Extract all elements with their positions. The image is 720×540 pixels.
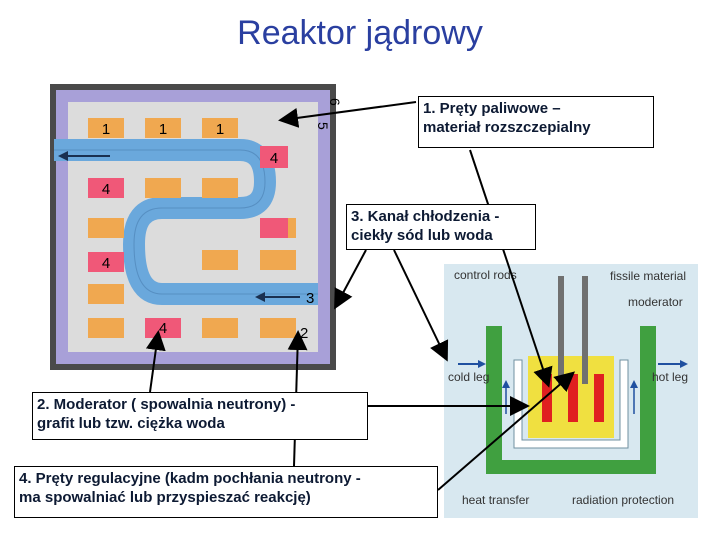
arrow-box2-to-grid	[145, 330, 166, 393]
arrow-box4-to-schematic	[437, 371, 576, 491]
control-rod-cell	[260, 146, 288, 168]
fissile-fuel-bar	[568, 374, 578, 422]
arrow-box3-to-grid	[334, 249, 367, 310]
cell-label: 4	[270, 150, 278, 167]
grid-label-five: 5	[315, 122, 331, 130]
cold-leg-label: cold leg	[448, 370, 489, 384]
cell-label: 1	[102, 121, 110, 138]
fuel-rod-cell	[202, 250, 238, 270]
fuel-rod-cell	[88, 118, 124, 138]
cell-label: 4	[159, 320, 167, 337]
control-rod-cell	[88, 252, 124, 272]
grid-label-six: 6	[327, 98, 340, 106]
annotation-fuel-rods: 1. Pręty paliwowe – materiał rozszczepia…	[418, 96, 654, 148]
fuel-rod-cell	[145, 118, 181, 138]
grid-label-three: 3	[306, 290, 314, 307]
reactor-grid-diagram: 1 1 1 4 4 4 4 6 5 3 2	[50, 84, 340, 370]
page-title: Reaktor jądrowy	[237, 14, 483, 52]
fuel-rod-cell	[88, 218, 124, 238]
arrow-box3-to-schematic	[393, 249, 449, 362]
fuel-rod-cell	[88, 318, 124, 338]
annotation-moderator: 2. Moderator ( spowalnia neutrony) - gra…	[32, 392, 368, 440]
control-rod-cell	[260, 218, 288, 238]
cell-label: 1	[216, 121, 224, 138]
fuel-rod-cell	[202, 118, 238, 138]
radiation-protection-label: radiation protection	[572, 493, 674, 507]
fuel-rod-cell	[260, 250, 296, 270]
arrow-box1-to-schematic	[469, 149, 553, 388]
fissile-fuel-bar	[542, 374, 552, 422]
cell-label: 4	[102, 255, 110, 272]
fuel-rod-cell	[202, 178, 238, 198]
fissile-material-label: fissile material	[610, 269, 686, 283]
control-rod-cell	[88, 178, 124, 198]
cell-label: 4	[102, 181, 110, 198]
annotation-control-rods: 4. Pręty regulacyjne (kadm pochłania neu…	[14, 466, 438, 518]
control-rod	[558, 276, 564, 384]
hot-leg-label: hot leg	[652, 370, 688, 384]
reactor-schematic: control rods fissile material moderator …	[444, 264, 698, 518]
fuel-rod-cell	[88, 284, 124, 304]
fissile-fuel-bar	[594, 374, 604, 422]
fuel-rod-cell	[145, 178, 181, 198]
moderator-label: moderator	[628, 295, 683, 309]
arrow-box1-to-grid	[278, 101, 417, 128]
annotation-coolant-channel: 3. Kanał chłodzenia - ciekły sód lub wod…	[346, 204, 536, 250]
coolant-inflow-arrow	[255, 292, 300, 302]
heat-transfer-label: heat transfer	[462, 493, 529, 507]
control-rod	[582, 276, 588, 384]
fuel-rod-cell	[260, 318, 296, 338]
coolant-outflow-arrow	[58, 151, 110, 161]
reactor-vessel	[513, 359, 629, 449]
fuel-rod-cell	[202, 318, 238, 338]
cell-label: 1	[159, 121, 167, 138]
control-rods-label: control rods	[454, 268, 517, 282]
